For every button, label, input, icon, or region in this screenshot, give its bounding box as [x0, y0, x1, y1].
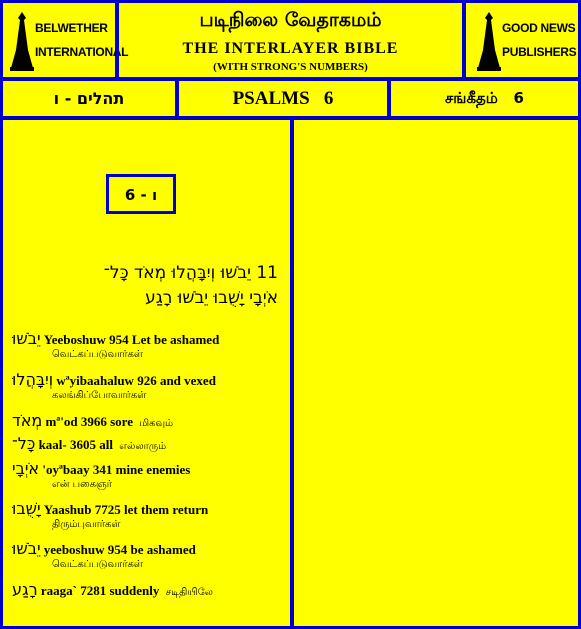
- verse-ref-box: ו - 6: [106, 174, 176, 214]
- entry-hebrew: כָּל־: [12, 434, 36, 453]
- entry-hebrew: וְיִבָּהֲלוּ: [12, 370, 54, 389]
- entry-english: Let be ashamed: [131, 332, 220, 347]
- left-logo-box: BELWETHER INTERNATIONAL: [0, 0, 129, 80]
- entry-translit: raaga`: [40, 583, 77, 598]
- entry-translit: kaal-: [38, 437, 67, 452]
- word-entry: אֹיְבָי 'oyªbaay 341 mine enemies என் பக…: [12, 459, 282, 491]
- title-english: THE INTERLAYER BIBLE: [182, 40, 399, 57]
- title-box: படிநிலை வேதாகமம் THE INTERLAYER BIBLE (W…: [116, 0, 465, 80]
- entry-strong-number: 7725: [94, 502, 121, 517]
- entry-english: and vexed: [159, 373, 216, 388]
- word-entry: יֵבֹשׁוּ yeeboshuw 954 be ashamed வெட்கப…: [12, 539, 282, 571]
- word-entry: כָּל־ kaal- 3605 all எல்லாரும்: [12, 434, 282, 453]
- entry-translit: Yaashub: [43, 502, 92, 517]
- book-bar-hebrew: תהלים - ו: [53, 89, 125, 108]
- right-logo-line2: PUBLISHERS: [502, 45, 577, 59]
- left-logo-line1: BELWETHER: [35, 21, 108, 35]
- entry-tamil: மிகவும்: [139, 418, 174, 429]
- entry-tamil: திரும்புவார்கள்: [52, 519, 121, 530]
- word-entry: וְיִבָּהֲלוּ wªyibaahaluw 926 and vexed …: [12, 370, 282, 402]
- entry-hebrew: יָשֻׁבוּ: [12, 499, 41, 518]
- entry-english: let them return: [123, 502, 209, 517]
- entry-english: mine enemies: [115, 462, 191, 477]
- book-bar-hebrew-box: תהלים - ו: [0, 78, 178, 119]
- entry-tamil: வெட்கப்படுவார்கள்: [52, 349, 143, 360]
- entry-english: all: [99, 437, 113, 452]
- entry-tamil: என் பகைஞர்: [52, 479, 112, 490]
- entry-hebrew: מְאֹד: [12, 411, 43, 430]
- entry-tamil: சடிதியிலே: [165, 587, 213, 598]
- book-bar-english-box: PSALMS 6: [176, 78, 390, 119]
- book-bar-tamil: சங்கீதம் 6: [445, 89, 524, 107]
- entry-strong-number: 926: [137, 373, 157, 388]
- entry-hebrew: יֵבֹשׁוּ: [12, 329, 41, 348]
- entry-translit: 'oyªbaay: [42, 462, 90, 477]
- entry-hebrew: אֹיְבָי: [12, 459, 40, 478]
- verse-ref: ו - 6: [124, 186, 158, 204]
- entry-strong-number: 7281: [80, 583, 107, 598]
- word-entry: רָגַע raaga` 7281 suddenly சடிதியிலே: [12, 580, 282, 599]
- book-bar-tamil-box: சங்கீதம் 6: [388, 78, 581, 119]
- bellwether-logo-icon: [10, 12, 34, 71]
- entry-tamil: எல்லாரும்: [119, 441, 167, 452]
- entry-tamil: வெட்கப்படுவார்கள்: [52, 559, 143, 570]
- entry-translit: Yeeboshuw: [43, 332, 106, 347]
- title-subtitle: (WITH STRONG'S NUMBERS): [213, 61, 368, 73]
- entry-english: sore: [110, 414, 133, 429]
- entry-strong-number: 341: [92, 462, 113, 477]
- entry-tamil: கலங்கிப்போவார்கள்: [52, 390, 147, 401]
- entry-english: be ashamed: [130, 542, 196, 557]
- entry-strong-number: 954: [109, 332, 129, 347]
- word-entry: יָשֻׁבוּ Yaashub 7725 let them return தி…: [12, 499, 282, 531]
- entry-translit: yeeboshuw: [43, 542, 105, 557]
- title-tamil: படிநிலை வேதாகமம்: [199, 9, 382, 31]
- verse-line-1: 11 יֵבֹשׁוּ וְיִבָּהֲלוּ מְאֹד כָּל־: [103, 263, 278, 283]
- entry-translit: mª'od: [45, 414, 78, 429]
- entry-hebrew: רָגַע: [12, 580, 38, 599]
- entry-english: suddenly: [109, 583, 160, 598]
- right-logo-line1: GOOD NEWS: [502, 21, 576, 35]
- word-entry: מְאֹד mª'od 3966 sore மிகவும்: [12, 411, 282, 430]
- book-bar-english: PSALMS 6: [232, 88, 334, 109]
- entry-hebrew: יֵבֹשׁוּ: [12, 539, 41, 558]
- entry-translit: wªyibaahaluw: [56, 373, 134, 388]
- entry-strong-number: 3605: [70, 437, 96, 452]
- entry-strong-number: 3966: [80, 414, 107, 429]
- right-logo-box: GOOD NEWS PUBLISHERS: [463, 0, 581, 80]
- word-entry: יֵבֹשׁוּ Yeeboshuw 954 Let be ashamed வெ…: [12, 329, 282, 361]
- entry-strong-number: 954: [107, 542, 128, 557]
- verse-line-2: אֹיְבָי יָשֻׁבוּ יֵבֹשׁוּ רָגַע: [145, 288, 278, 308]
- right-content-pane: [291, 117, 581, 629]
- left-logo-line2: INTERNATIONAL: [35, 45, 129, 59]
- good-news-logo-icon: [477, 12, 501, 71]
